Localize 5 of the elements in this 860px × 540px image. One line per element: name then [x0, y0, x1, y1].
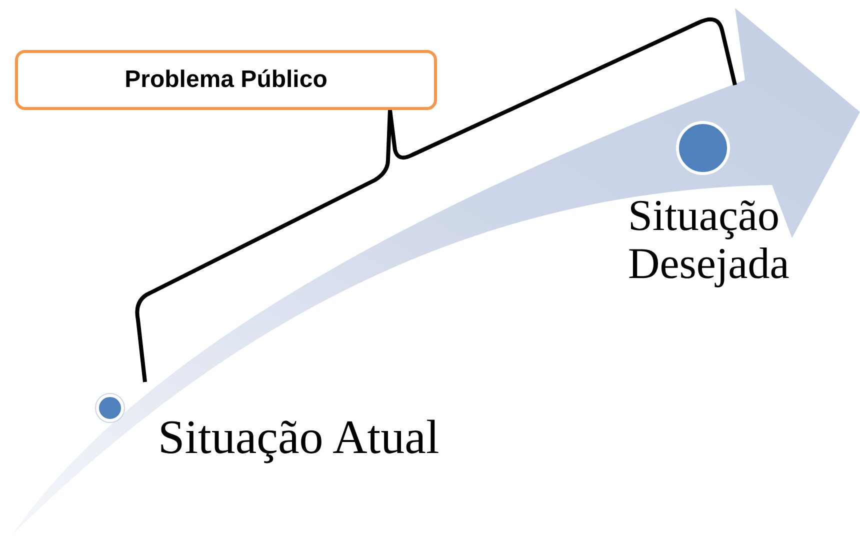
stage-caption: Situação Atual — [158, 412, 440, 465]
dot-marker — [96, 394, 124, 422]
problem-box — [15, 50, 437, 110]
box-label: Problema Público — [124, 66, 328, 94]
stage-caption: Situação Desejada — [628, 192, 790, 289]
